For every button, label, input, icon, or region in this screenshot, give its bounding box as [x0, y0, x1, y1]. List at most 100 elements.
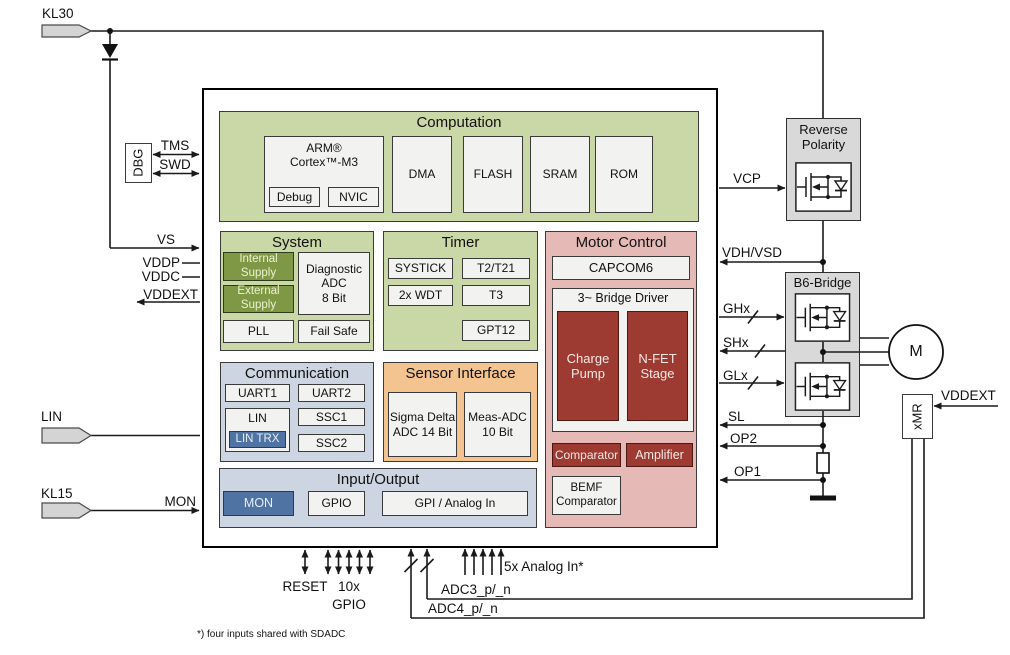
block-lin-trx: LIN TRX [229, 431, 286, 448]
op1-label: OP1 [734, 464, 762, 479]
block-nvic: NVIC [328, 187, 379, 207]
block-nfet-stage: N-FET Stage [627, 311, 688, 421]
analog-in-label: 5x Analog In* [504, 559, 584, 574]
bridge-driver-title: 3~ Bridge Driver [577, 291, 669, 305]
block-pll: PLL [223, 320, 294, 343]
resistor-icon [816, 452, 830, 474]
section-motor-control-title: Motor Control [575, 234, 667, 251]
block-wdt: 2x WDT [388, 285, 453, 306]
section-system-title: System [271, 234, 322, 251]
block-t3: T3 [462, 285, 530, 306]
tms-label: TMS [160, 138, 190, 153]
wire-adc4 [411, 439, 925, 619]
internal-supply-line2: Supply [240, 266, 277, 279]
block-comparator: Comparator [552, 443, 621, 467]
vdh-vsd-label: VDH/VSD [722, 245, 783, 260]
kl15-connector-icon [41, 502, 93, 519]
mosfet-icon-bridge-high [794, 293, 851, 342]
block-dbg: DBG [125, 143, 152, 183]
vddc-label: VDDC [141, 269, 180, 284]
external-supply-line2: Supply [240, 299, 277, 311]
section-sensor-interface-title: Sensor Interface [405, 365, 516, 382]
block-sram: SRAM [530, 136, 590, 213]
mosfet-icon-reverse-polarity [795, 162, 852, 212]
block-mon: MON [223, 491, 294, 516]
block-gpt12: GPT12 [462, 320, 530, 341]
reverse-polarity-line2: Polarity [801, 137, 846, 153]
adc3-label: ADC3_p/_n [441, 582, 511, 597]
block-fail-safe: Fail Safe [298, 320, 370, 343]
block-amplifier: Amplifier [626, 443, 693, 467]
swd-label: SWD [159, 157, 191, 172]
footnote: *) four inputs shared with SDADC [197, 629, 346, 640]
vddp-label: VDDP [142, 255, 180, 270]
gpio-count-label: 10x [338, 579, 360, 594]
kl30-connector-icon [41, 24, 93, 38]
block-meas-adc: Meas-ADC 10 Bit [464, 392, 531, 457]
block-flash: FLASH [463, 136, 523, 213]
block-xmr: xMR [902, 394, 933, 439]
sigma-adc-line1: Sigma Delta [389, 410, 456, 425]
section-computation-title: Computation [416, 114, 502, 131]
ghx-label: GHx [723, 301, 750, 316]
block-debug: Debug [269, 187, 320, 207]
shx-label: SHx [723, 335, 749, 350]
nfet-line1: N-FET [638, 350, 677, 366]
lin-connector-icon [41, 427, 93, 444]
mosfet-icon-bridge-low [794, 362, 851, 411]
meas-adc-line1: Meas-ADC [468, 410, 527, 425]
block-ssc1: SSC1 [298, 408, 365, 426]
diag-adc-line3: 8 Bit [321, 290, 346, 305]
vddext-right-label: VDDEXT [941, 388, 996, 403]
bemf-line2: Comparator [556, 495, 617, 508]
glx-label: GLx [723, 368, 748, 383]
cpu-name-line2: Cortex™-M3 [289, 155, 358, 170]
block-uart1: UART1 [225, 384, 290, 402]
diag-adc-line2: ADC [321, 276, 347, 291]
sl-label: SL [728, 409, 745, 424]
kl15-label: KL15 [41, 486, 73, 501]
lin-label: LIN [248, 411, 267, 425]
block-diagnostic-adc: Diagnostic ADC 8 Bit [298, 252, 370, 315]
block-capcom6: CAPCOM6 [552, 256, 690, 280]
adc4-label: ADC4_p/_n [428, 601, 498, 616]
kl30-label: KL30 [42, 6, 74, 21]
charge-pump-line1: Charge [566, 350, 610, 366]
nfet-line2: Stage [640, 366, 675, 381]
lin-connector-label: LIN [41, 409, 63, 424]
vddext-left-label: VDDEXT [143, 287, 198, 302]
internal-supply-line1: Internal [239, 252, 278, 265]
gpio-bottom-label: GPIO [332, 597, 366, 612]
motor-label: M [909, 343, 923, 360]
block-gpio: GPIO [308, 491, 365, 516]
external-supply-line1: External [237, 285, 280, 298]
section-input-output-title: Input/Output [336, 471, 420, 488]
vs-label: VS [156, 232, 175, 247]
block-external-supply: External Supply [223, 285, 294, 313]
b6-bridge-title: B6-Bridge [793, 275, 852, 290]
vcp-label: VCP [733, 171, 761, 186]
diode-icon [102, 44, 118, 61]
mon-left-label: MON [164, 494, 197, 509]
diag-adc-line1: Diagnostic [305, 262, 363, 277]
block-rom: ROM [595, 136, 653, 213]
op2-label: OP2 [730, 431, 758, 446]
block-systick: SYSTICK [388, 258, 453, 279]
sigma-adc-line2: ADC 14 Bit [392, 424, 453, 439]
bemf-line1: BEMF [570, 481, 603, 494]
block-sigma-delta-adc: Sigma Delta ADC 14 Bit [388, 392, 457, 457]
block-dma: DMA [392, 136, 452, 213]
block-charge-pump: Charge Pump [557, 311, 619, 421]
block-bemf-comparator: BEMF Comparator [552, 476, 621, 515]
charge-pump-line2: Pump [571, 366, 605, 381]
wire-kl30-rail [90, 30, 824, 118]
section-timer-title: Timer [441, 234, 480, 251]
cpu-name-line1: ARM® [306, 141, 342, 155]
junction-dots [107, 28, 826, 483]
reverse-polarity-line1: Reverse [799, 122, 848, 137]
motor-icon [888, 324, 944, 380]
reset-label: RESET [282, 579, 328, 594]
wire-adc3 [427, 439, 913, 600]
